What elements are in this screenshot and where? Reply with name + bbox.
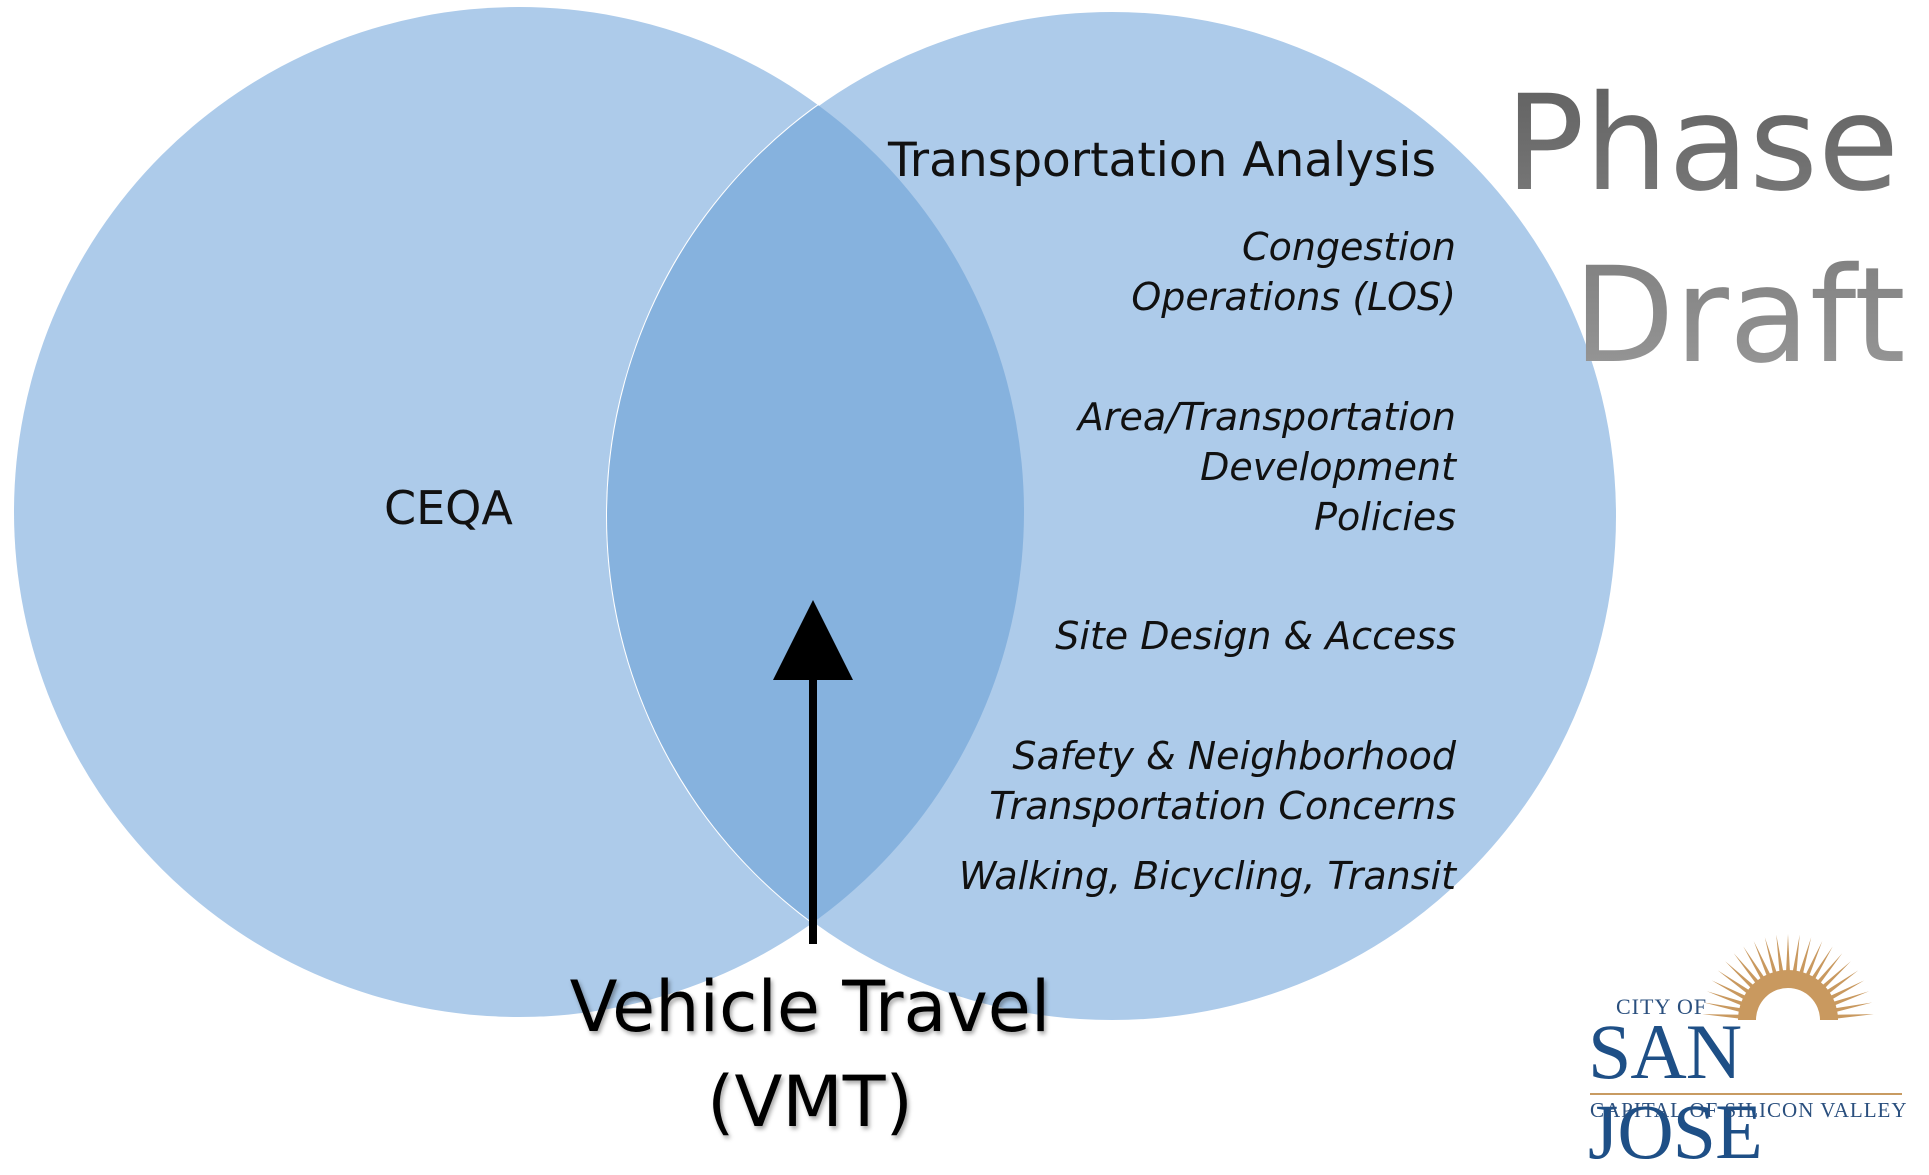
venn-diagram-slide: CEQA Transportation Analysis Congestion … [14,0,1929,1172]
item-line: Walking, Bicycling, Transit [958,854,1456,898]
transportation-analysis-title: Transportation Analysis [888,133,1436,188]
sun-ray [1810,946,1833,982]
sun-ray [1764,937,1778,977]
logo-divider [1590,1093,1902,1095]
logo-city-of: CITY OF [1616,994,1708,1019]
sun-ray [1703,1002,1744,1013]
item-line: Site Design & Access [1055,614,1456,658]
sun-icon [1702,934,1874,1020]
watermark-line1: Phase I [1505,67,1900,221]
transportation-analysis-items: Congestion Operations (LOS) Area/Transpo… [756,0,1456,1143]
logo-san-jose: SAN JOSE [1588,1008,1763,1175]
item-development-policies: Area/Transportation Development Policies [1078,392,1456,542]
item-line: Area/Transportation [1077,395,1456,439]
sun-ray [1706,991,1746,1007]
sun-ray [1832,1002,1873,1013]
overlap-region [607,11,1024,1017]
item-line: Development [1200,445,1456,489]
sun-ray [1824,970,1859,996]
item-line: Safety & Neighborhood [1012,734,1456,778]
sun-ray [1830,991,1870,1007]
sun-ray [1776,934,1784,975]
sun-ray [1820,961,1851,991]
item-line: Policies [1314,495,1456,539]
sun-ray [1725,961,1756,991]
ceqa-label: CEQA [384,481,513,535]
logo-tagline: CAPITAL OF SILICON VALLEY [1590,1098,1908,1122]
item-line: Operations (LOS) [1131,275,1456,319]
sun-ray [1792,934,1800,975]
item-site-design: Site Design & Access [1055,611,1456,661]
item-safety: Safety & Neighborhood Transportation Con… [989,731,1456,831]
item-line: Transportation Concerns [989,784,1456,828]
sun-ray [1798,937,1812,977]
item-congestion: Congestion Operations (LOS) [1131,222,1456,322]
sun-ray [1717,970,1752,996]
sun-ray [1702,1014,1743,1019]
sun-ray [1753,941,1772,979]
sun-ray [1804,941,1823,979]
sun-ray [1815,953,1843,986]
vmt-label-line2: (VMT) [707,1061,913,1143]
venn-diagram [14,7,1618,1022]
phase-draft-watermark: Phase I Draft [1505,58,1929,402]
vmt-label-line1: Vehicle Travel [569,966,1051,1048]
sun-ray [1785,934,1791,975]
sun-ray [1733,953,1761,986]
city-logo: CITY OF SAN JOSE CAPITAL OF SILICON VALL… [1588,930,1908,1172]
item-line: Congestion [1242,225,1456,269]
vmt-label: Vehicle Travel (VMT) [540,960,1080,1150]
sun-ray [1743,946,1766,982]
sun-ray [1833,1014,1874,1019]
watermark-line2: Draft [1573,239,1906,393]
sun-ray [1711,980,1749,1001]
sun-ray [1827,980,1865,1001]
item-active-transport: Walking, Bicycling, Transit [959,851,1456,901]
